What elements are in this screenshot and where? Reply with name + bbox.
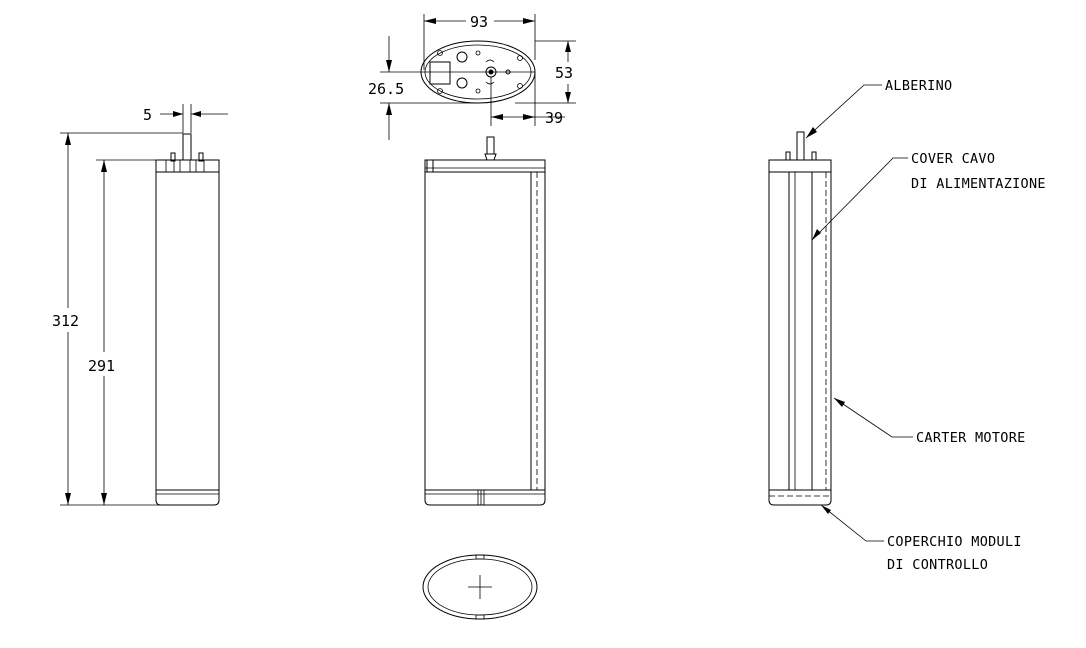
arrowhead-icon (565, 41, 571, 52)
top-view-clips (485, 59, 495, 85)
dim-top-width: 93 (470, 13, 488, 31)
arrowhead-icon (101, 493, 107, 505)
middle-shaft (486, 136, 495, 155)
arrowhead-icon (65, 133, 71, 145)
arrowhead-icon (491, 114, 503, 120)
top-view-hole-2 (456, 77, 468, 89)
middle-shaft-base (484, 153, 497, 161)
dim-shaft-diameter: 5 (143, 106, 152, 124)
callout-control-cover-label-2: DI CONTROLLO (887, 557, 988, 573)
arrowhead-icon (806, 127, 817, 138)
callout-cable-cover-label-1: COVER CAVO (911, 151, 995, 167)
dim-shaft-offset: 39 (545, 109, 563, 127)
arrowhead-icon (834, 398, 845, 407)
screw-3 (517, 55, 523, 61)
arrowhead-icon (812, 229, 821, 240)
callout-shaft-leader (805, 84, 882, 139)
arrowhead-icon (173, 111, 183, 117)
top-view-square-hole (429, 61, 451, 85)
right-shaft (796, 131, 805, 161)
left-view: 5 312 291 (52, 104, 228, 506)
middle-top-tab (426, 159, 434, 173)
left-fitting-2 (198, 152, 204, 162)
arrowhead-icon (821, 505, 831, 514)
top-view: 93 53 26.5 39 (368, 13, 576, 140)
callout-cable-cover-label-2: DI ALIMENTAZIONE (911, 176, 1046, 192)
callout-control-cover-label-1: COPERCHIO MODULI (887, 534, 1022, 550)
dim-total-height: 312 (52, 312, 79, 330)
screw-1 (437, 50, 443, 56)
arrowhead-icon (523, 114, 535, 120)
middle-body-outline (424, 159, 546, 506)
left-fitting-4 (195, 159, 205, 173)
arrowhead-icon (565, 92, 571, 103)
crosshair-icon (468, 575, 492, 599)
arrowhead-icon (191, 111, 201, 117)
callout-motor-housing-leader (833, 397, 913, 438)
arrowhead-icon (65, 493, 71, 505)
left-body-outline (155, 159, 220, 506)
right-fitting-2 (811, 151, 817, 161)
left-fitting-1 (170, 152, 176, 162)
dim-top-depth: 53 (555, 64, 573, 82)
arrowhead-icon (386, 60, 392, 72)
left-shaft (182, 133, 192, 161)
callout-motor-housing-label: CARTER MOTORE (916, 430, 1026, 446)
callout-shaft-label: ALBERINO (885, 78, 952, 94)
dim-body-height: 291 (88, 357, 115, 375)
dim-hole-offset: 26.5 (368, 80, 404, 98)
arrowhead-icon (386, 103, 392, 115)
right-body-outline (768, 159, 832, 506)
screw-5 (475, 50, 481, 56)
right-view: ALBERINO COVER CAVO DI ALIMENTAZIONE CAR… (768, 78, 1046, 573)
screw-6 (475, 88, 481, 94)
callout-cable-cover-leader (811, 157, 908, 241)
bottom-view-tab-top (475, 554, 485, 560)
left-fitting-3 (165, 159, 175, 173)
arrowhead-icon (523, 18, 535, 24)
middle-view (424, 136, 546, 506)
screw-4 (517, 83, 523, 89)
bottom-view-tab-bottom (475, 614, 485, 620)
callout-control-cover-leader (820, 504, 884, 542)
screw-2 (437, 88, 443, 94)
bottom-view (422, 554, 538, 620)
arrowhead-icon (101, 160, 107, 172)
arrowhead-icon (424, 18, 436, 24)
right-fitting-1 (785, 151, 791, 161)
top-view-hole-1 (456, 51, 468, 63)
